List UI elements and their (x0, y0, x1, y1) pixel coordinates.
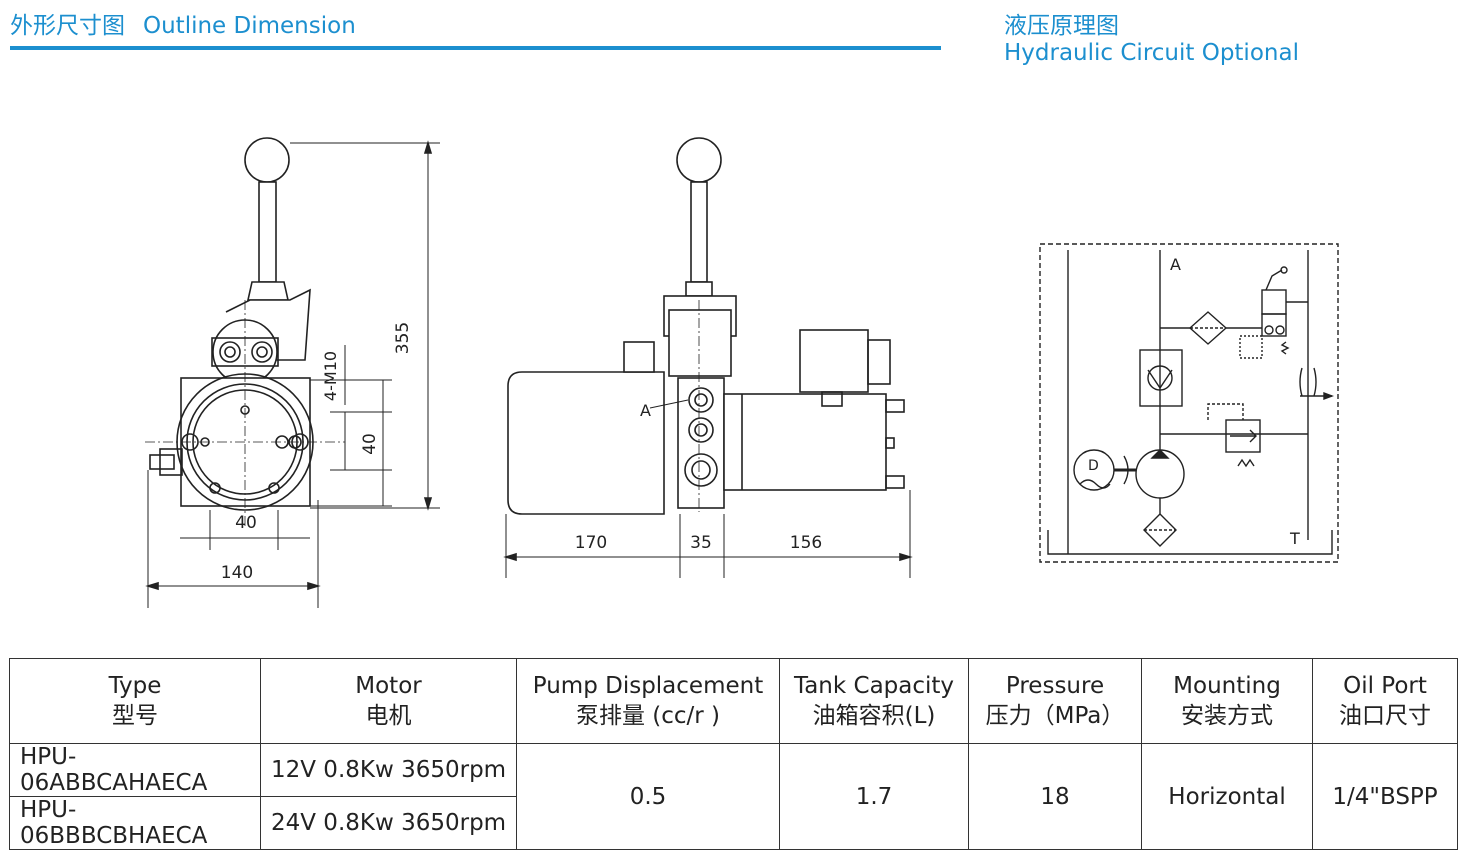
circuit-port-a: A (1170, 255, 1181, 274)
dim-355-label: 355 (393, 322, 413, 354)
motor-cell: 24V 0.8Kw 3650rpm (260, 796, 517, 850)
table-row: HPU-06BBBCBHAECA 24V 0.8Kw 3650rpm (9, 796, 1458, 850)
technical-drawing: 355 4-M10 40 40 140 (145, 137, 1339, 608)
motor-cell: 12V 0.8Kw 3650rpm (260, 743, 517, 797)
dim-40-horizontal-label: 40 (235, 513, 257, 533)
pressure-cell: 18 (968, 743, 1142, 850)
hydraulic-circuit-title-zh: 液压原理图 (1004, 13, 1119, 39)
dim-4m10-label: 4-M10 (321, 351, 340, 401)
side-view (503, 137, 913, 578)
dim-140-label: 140 (221, 563, 253, 583)
hydraulic-circuit (1039, 243, 1339, 563)
front-view (145, 137, 440, 608)
table-row: HPU-06ABBCAHAECA 12V 0.8Kw 3650rpm 0.5 1… (9, 743, 1458, 850)
type-cell: HPU-06BBBCBHAECA (9, 796, 261, 850)
mounting-cell: Horizontal (1141, 743, 1313, 850)
outline-dimension-title-zh: 外形尺寸图 (10, 13, 125, 39)
hydraulic-circuit-title-en: Hydraulic Circuit Optional (1004, 40, 1299, 66)
outline-dimension-title: 外形尺寸图 Outline Dimension (10, 6, 356, 40)
dim-170-label: 170 (575, 533, 607, 553)
outline-dimension-title-en: Outline Dimension (143, 13, 356, 39)
dim-40-vertical-label: 40 (360, 433, 380, 455)
circuit-motor-d: D (1088, 458, 1099, 474)
circuit-port-t: T (1289, 529, 1300, 548)
oil-port-cell: 1/4"BSPP (1312, 743, 1458, 850)
type-cell: HPU-06ABBCAHAECA (9, 743, 261, 797)
port-a-label: A (640, 401, 651, 420)
tank-capacity-cell: 1.7 (779, 743, 969, 850)
pump-displacement-cell: 0.5 (516, 743, 780, 850)
dim-156-label: 156 (790, 533, 822, 553)
dim-35-label: 35 (690, 533, 712, 553)
header-divider (10, 46, 941, 50)
